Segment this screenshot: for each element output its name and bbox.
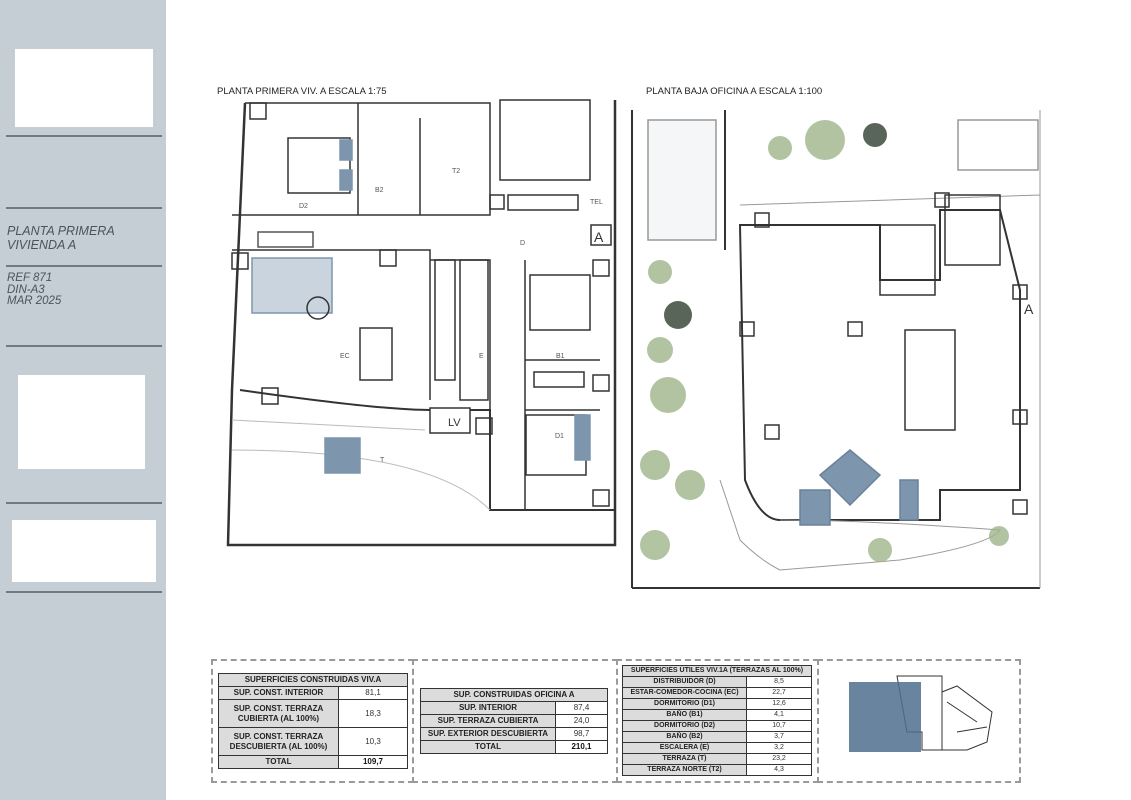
- row-label: SUP. EXTERIOR DESCUBIERTA: [420, 727, 556, 741]
- row-value: 24,0: [555, 714, 608, 728]
- row-value: 98,7: [555, 727, 608, 741]
- plan-left: [226, 99, 617, 547]
- floor-plans: D2 B2 T2 D A TEL EC E B1 LV D1 T A: [226, 99, 1041, 589]
- total-label: TOTAL: [420, 740, 556, 754]
- room-label-d2: D2: [299, 203, 308, 210]
- sidebar: PLANTA PRIMERA VIVIENDA A REF 871 DIN-A3…: [0, 0, 166, 800]
- date: MAR 2025: [7, 295, 62, 307]
- room-label-ec: EC: [340, 353, 350, 360]
- row-value: 23,2: [746, 753, 812, 765]
- sheet-title: PLANTA PRIMERA VIVIENDA A: [7, 224, 115, 252]
- row-label-line: SUP. CONST. TERRAZA: [233, 703, 324, 713]
- row-value: 4,3: [746, 764, 812, 776]
- divider: [6, 135, 162, 137]
- row-label: ESCALERA (E): [622, 742, 747, 754]
- room-label-e: E: [479, 353, 484, 360]
- row-label: TERRAZA NORTE (T2): [622, 764, 747, 776]
- row-label: TERRAZA (T): [622, 753, 747, 765]
- room-label-t2: T2: [452, 168, 460, 175]
- total-label: TOTAL: [218, 755, 339, 769]
- row-label: ESTAR-COMEDOR-COCINA (EC): [622, 687, 747, 699]
- sheet-info: REF 871 DIN-A3 MAR 2025: [7, 272, 62, 308]
- plan-left-labels: D2 B2 T2 D A TEL EC E B1 LV D1 T: [299, 168, 604, 464]
- room-label-d: D: [520, 240, 525, 247]
- row-value: 3,7: [746, 731, 812, 743]
- row-label: SUP. TERRAZA CUBIERTA: [420, 714, 556, 728]
- image-box: [18, 375, 145, 469]
- room-label-d1: D1: [555, 433, 564, 440]
- divider: [6, 345, 162, 347]
- row-label: SUP. CONST. INTERIOR: [218, 686, 339, 700]
- thumbnail-frame: [817, 659, 1021, 783]
- divider: [6, 502, 162, 504]
- row-label: DORMITORIO (D1): [622, 698, 747, 710]
- row-label-line: DESCUBIERTA (AL 100%): [229, 741, 328, 751]
- table-header: SUPERFICIES ÚTILES VIV.1A (TERRAZAS AL 1…: [622, 665, 812, 677]
- room-label-b2: B2: [375, 187, 384, 194]
- table-header: SUP. CONSTRUIDAS OFICINA A: [420, 688, 608, 702]
- total-value: 210,1: [555, 740, 608, 754]
- ref: REF 871: [7, 272, 53, 284]
- row-label: DISTRIBUIDOR (D): [622, 676, 747, 688]
- room-label-b1: B1: [556, 353, 565, 360]
- table-header: SUPERFICIES CONSTRUIDAS VIV.A: [218, 673, 408, 687]
- row-value: 12,6: [746, 698, 812, 710]
- room-label-t: T: [380, 457, 385, 464]
- image-box: [12, 520, 156, 582]
- room-label-a: A: [594, 229, 604, 245]
- row-value: 18,3: [338, 699, 408, 728]
- plan-right-title: PLANTA BAJA OFICINA A ESCALA 1:100: [646, 86, 823, 97]
- location-thumbnail: [849, 675, 993, 752]
- row-value: 10,7: [746, 720, 812, 732]
- row-label: BAÑO (B2): [622, 731, 747, 743]
- logo-box: [15, 49, 153, 127]
- room-label-lv: LV: [448, 417, 461, 429]
- row-label: BAÑO (B1): [622, 709, 747, 721]
- row-label-line: SUP. CONST. TERRAZA: [233, 731, 324, 741]
- plan-right: [631, 110, 1041, 589]
- total-value: 109,7: [338, 755, 408, 769]
- row-value: 10,3: [338, 727, 408, 756]
- row-value: 81,1: [338, 686, 408, 700]
- row-label-line: CUBIERTA (AL 100%): [237, 713, 320, 723]
- sheet-title-line2: VIVIENDA A: [7, 238, 77, 252]
- divider: [6, 207, 162, 209]
- row-value: 8,5: [746, 676, 812, 688]
- row-value: 3,2: [746, 742, 812, 754]
- highlight-area: [849, 682, 921, 752]
- room-label-a-right: A: [1024, 301, 1034, 317]
- row-label: DORMITORIO (D2): [622, 720, 747, 732]
- row-value: 4,1: [746, 709, 812, 721]
- row-value: 87,4: [555, 701, 608, 715]
- row-label: SUP. INTERIOR: [420, 701, 556, 715]
- table-superficies-utiles: SUPERFICIES ÚTILES VIV.1A (TERRAZAS AL 1…: [622, 665, 812, 776]
- row-value: 22,7: [746, 687, 812, 699]
- divider: [6, 591, 162, 593]
- plants: [640, 120, 1009, 562]
- table-superficies-construidas-viv: SUPERFICIES CONSTRUIDAS VIV.A SUP. CONST…: [218, 673, 408, 769]
- format: DIN-A3: [7, 283, 45, 296]
- room-label-tel: TEL: [590, 199, 603, 206]
- sheet-title-line1: PLANTA PRIMERA: [7, 224, 115, 238]
- plan-left-title: PLANTA PRIMERA VIV. A ESCALA 1:75: [217, 86, 387, 97]
- divider: [6, 265, 162, 267]
- table-construidas-oficina: SUP. CONSTRUIDAS OFICINA A SUP. INTERIOR…: [420, 688, 608, 754]
